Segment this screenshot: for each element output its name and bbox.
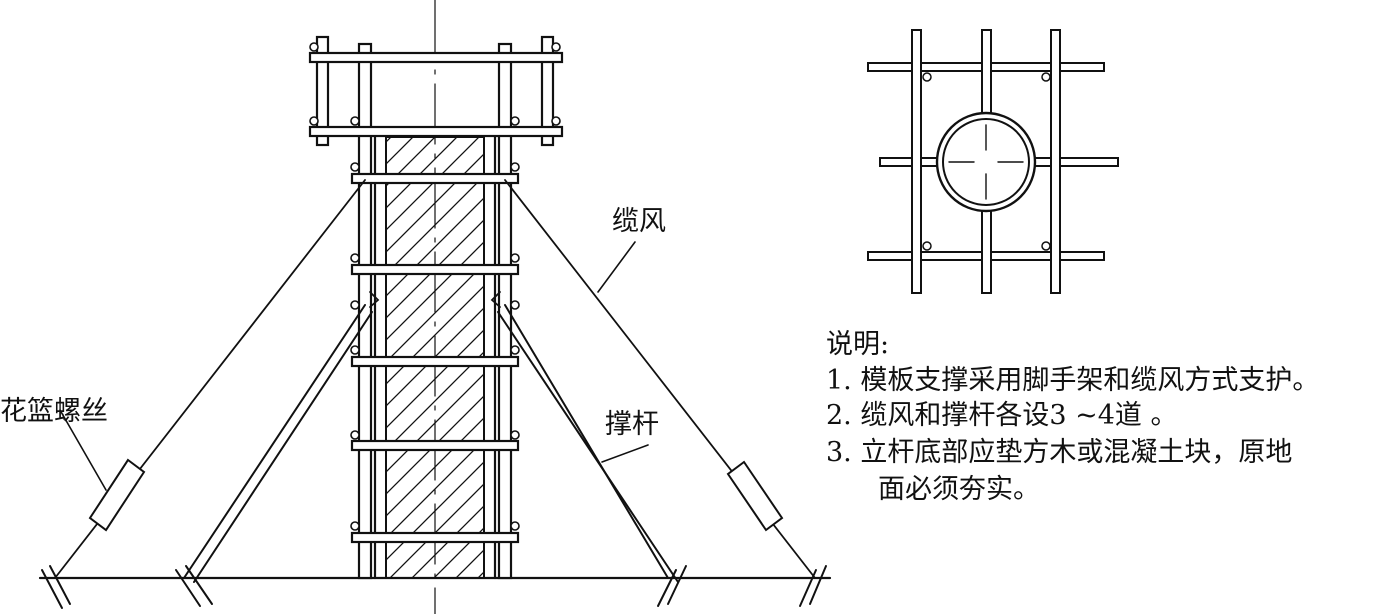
notes-block: 说明: 1. 模板支撑采用脚手架和缆风方式支护。 2. 缆风和撑杆各设3 ~4道… (826, 329, 1319, 505)
couplers (309, 42, 561, 531)
note-item-2: 2. 缆风和撑杆各设3 ~4道 。 (826, 400, 1178, 431)
note-item-3-cont: 面必须夯实。 (878, 474, 1040, 505)
brace-label: 撑杆 (605, 409, 659, 440)
notes-heading: 说明: (826, 329, 889, 360)
top-ledgers (308, 51, 564, 138)
turnbuckle-label: 花篮螺丝 (0, 396, 108, 427)
leader-lines (59, 241, 649, 491)
note-item-3: 3. 立杆底部应垫方木或混凝土块，原地 (826, 437, 1292, 468)
column-ledgers (350, 172, 520, 544)
column-section-inner (942, 118, 1030, 206)
braces (183, 291, 679, 583)
turnbuckles (88, 458, 784, 532)
guy-wire-label: 缆风 (612, 206, 666, 237)
plan-view (867, 29, 1119, 294)
note-item-1: 1. 模板支撑采用脚手架和缆风方式支护。 (826, 365, 1319, 396)
ground-stakes (41, 565, 827, 609)
